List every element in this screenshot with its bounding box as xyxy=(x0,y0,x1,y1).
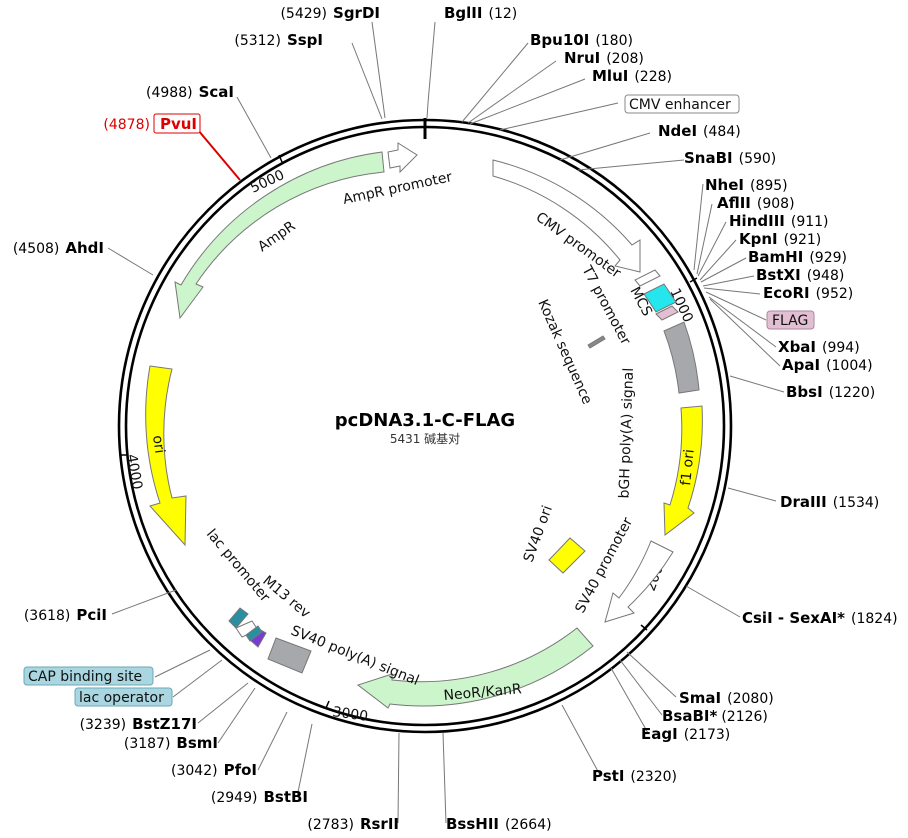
site-aflii: AflII(908) xyxy=(717,194,795,212)
site-ecori: EcoRI(952) xyxy=(763,284,853,302)
boxed-labels: CMV enhancer FLAG CAP binding site lac o… xyxy=(23,94,815,707)
site-bpu10i: Bpu10I(180) xyxy=(530,31,633,49)
cmv-enhancer-label: CMV enhancer xyxy=(629,97,731,113)
site-smai: SmaI(2080) xyxy=(679,689,774,707)
neor-kanr-arrow xyxy=(356,627,594,709)
site-scai: (4988)ScaI xyxy=(146,83,234,101)
site-bglii: BglII(12) xyxy=(444,4,517,22)
site-pcii: (3618)PciI xyxy=(24,606,107,624)
site-pvui: (4878)PvuI xyxy=(103,115,197,133)
site-bamhi: BamHI(929) xyxy=(748,248,847,266)
site-sgrdi: (5429)SgrDI xyxy=(280,4,380,22)
label-mcs: MCS xyxy=(626,284,655,319)
cmv-enhancer-box xyxy=(624,94,740,114)
pvui-box xyxy=(153,113,201,134)
leader-lines xyxy=(107,21,785,824)
site-csii-sexai: CsiI - SexAI*(1824) xyxy=(742,609,898,627)
site-sspi: (5312)SspI xyxy=(234,31,323,49)
site-bsshii: BssHII(2664) xyxy=(446,815,552,833)
label-kozak: Kozak sequence xyxy=(534,297,595,407)
t7-promoter-arrow xyxy=(634,269,661,287)
backbone xyxy=(117,118,733,734)
site-bstz17i: (3239)BstZ17I xyxy=(80,715,197,733)
site-bsmi: (3187)BsmI xyxy=(124,734,218,752)
plasmid-name: pcDNA3.1-C-FLAG xyxy=(335,410,515,431)
f1-ori-arrow xyxy=(663,405,703,536)
lac-operator-block xyxy=(245,625,263,642)
label-ampr: AmpR xyxy=(255,218,299,255)
flag-box xyxy=(766,310,815,330)
flag-block xyxy=(655,305,679,321)
ampr-arrow xyxy=(174,151,385,320)
bgh-polya-block xyxy=(663,321,700,394)
label-sv40-ori: SV40 ori xyxy=(521,503,556,564)
cap-binding-label: CAP binding site xyxy=(28,669,142,685)
site-psti: PstI(2320) xyxy=(592,767,677,785)
site-mlui: MluI(228) xyxy=(592,67,672,85)
site-rsrii: (2783)RsrII xyxy=(307,815,399,833)
label-f1-ori: f1 ori xyxy=(678,448,698,486)
cap-binding-block xyxy=(228,607,249,629)
site-bsabi: BsaBI*(2126) xyxy=(662,707,768,725)
kozak-block xyxy=(587,335,606,349)
sv40-promoter-arrow xyxy=(604,540,674,623)
site-snabi: SnaBI(590) xyxy=(684,149,776,167)
site-draiii: DraIII(1534) xyxy=(780,493,879,511)
plasmid-length: 5431 碱基对 xyxy=(390,432,460,446)
lac-operator-box xyxy=(74,687,173,707)
lac-operator-label: lac operator xyxy=(79,690,164,706)
sv40-polya-block xyxy=(267,637,312,674)
cmv-promoter-arrow xyxy=(492,159,641,273)
site-eagi: EagI(2173) xyxy=(641,725,730,743)
site-bstxi: BstXI(948) xyxy=(756,266,844,284)
label-bgh-polya: bGH poly(A) signal xyxy=(616,368,637,499)
label-neor-kanr: NeoR/KanR xyxy=(443,681,523,704)
site-pfoi: (3042)PfoI xyxy=(171,761,257,779)
label-lac-promoter: lac promoter xyxy=(203,526,273,605)
sv40-ori-block xyxy=(548,537,586,574)
pvui-leader xyxy=(197,129,241,181)
tick-3000: 3000 xyxy=(331,704,369,725)
flag-label: FLAG xyxy=(772,313,808,329)
site-kpni: KpnI(921) xyxy=(739,230,821,248)
mcs-block xyxy=(643,283,677,313)
site-nhei: NheI(895) xyxy=(705,176,788,194)
ori-arrow xyxy=(145,365,187,547)
site-ahdi: (4508)AhdI xyxy=(13,239,104,257)
site-xbai: XbaI(994) xyxy=(778,338,860,356)
site-nrui: NruI(208) xyxy=(564,49,644,67)
label-ori: ori xyxy=(149,434,167,454)
tick-4000: 4000 xyxy=(123,453,145,491)
ampr-promoter-arrow xyxy=(387,142,418,174)
site-ndei: NdeI(484) xyxy=(658,122,741,140)
restriction-sites: (5429)SgrDI BglII(12) (5312)SspI Bpu10I(… xyxy=(13,4,898,833)
site-apai: ApaI(1004) xyxy=(782,356,873,374)
site-hindiii: HindIII(911) xyxy=(729,212,829,230)
site-bbsi: BbsI(1220) xyxy=(786,383,875,401)
cap-binding-box xyxy=(23,666,154,686)
site-bstbi: (2949)BstBI xyxy=(211,788,308,806)
features xyxy=(145,142,703,709)
